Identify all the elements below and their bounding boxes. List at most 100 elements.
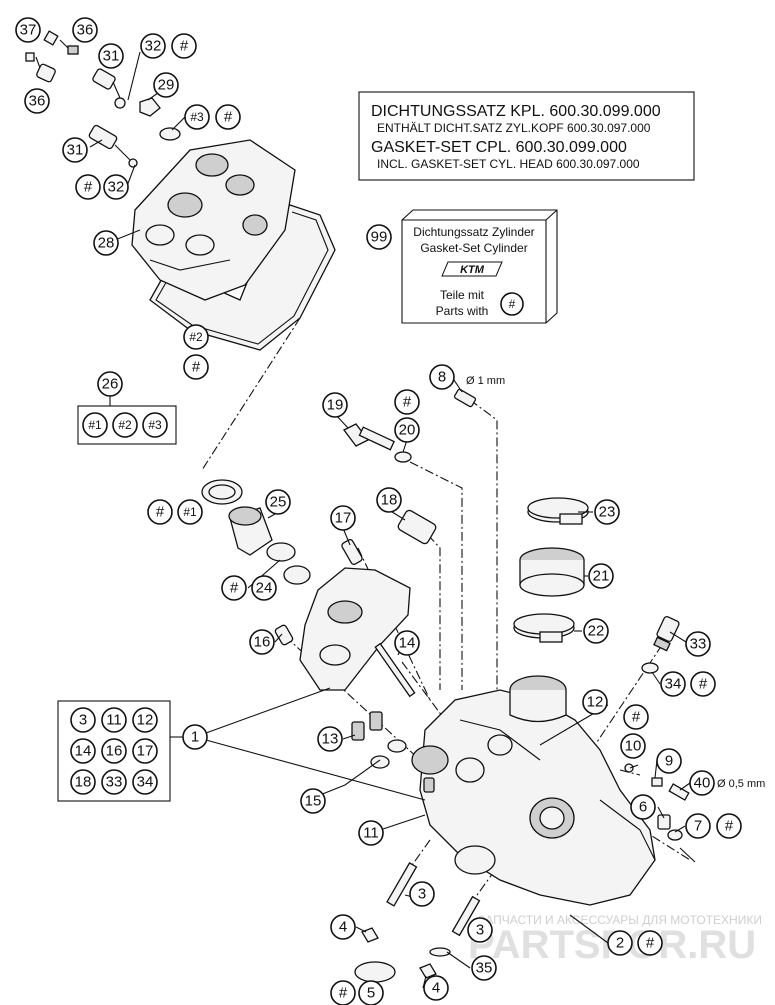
svg-text:3: 3: [476, 922, 484, 939]
svg-text:13: 13: [322, 731, 339, 748]
svg-text:12: 12: [587, 694, 604, 711]
callout-37: 37: [15, 17, 41, 43]
svg-text:#3: #3: [190, 110, 204, 124]
svg-text:25: 25: [270, 494, 287, 511]
svg-text:31: 31: [103, 48, 120, 65]
svg-text:16: 16: [254, 634, 271, 651]
callout-3-hash-top-mark: #: [215, 104, 241, 130]
svg-text:6: 6: [639, 799, 647, 816]
callout-4-bottom: 4: [423, 975, 449, 1001]
svg-text:14: 14: [75, 743, 92, 760]
svg-text:37: 37: [20, 22, 37, 39]
cylinder-kit-line-3: Teile mit: [440, 288, 485, 302]
svg-text:35: 35: [476, 960, 493, 977]
svg-text:#1: #1: [88, 418, 102, 432]
svg-text:18: 18: [75, 774, 92, 791]
group-1-item-16: 16: [101, 738, 127, 764]
svg-text:32: 32: [145, 38, 162, 55]
callout-1: 1: [182, 724, 208, 750]
callout-32-top: 32: [140, 33, 166, 59]
callout-22: 22: [583, 618, 609, 644]
callout-17: 17: [330, 505, 356, 531]
camshaft-bridge: [274, 539, 411, 691]
callout-29: 29: [153, 72, 179, 98]
svg-text:16: 16: [106, 743, 123, 760]
svg-text:#: #: [725, 818, 734, 835]
kit-line-4: INCL. GASKET-SET CYL. HEAD 600.30.097.00…: [377, 157, 640, 171]
valve-cover: [131, 139, 296, 301]
callout-9: 9: [656, 748, 682, 774]
callout-31-left: 31: [62, 137, 88, 163]
group-1-item-11: 11: [101, 707, 127, 733]
callouts: 37 36 36 31 32 # 29 #3 # 31 # 32 28 #2 #…: [15, 17, 742, 1005]
callout-4-left: 4: [330, 914, 356, 940]
svg-text:31: 31: [67, 142, 84, 159]
callout-5: 5: [358, 980, 384, 1005]
svg-text:#: #: [509, 297, 516, 311]
group-1: 1 3 11 12 14 16 17 18 33 34: [57, 700, 208, 802]
callout-3-upper: 3: [409, 881, 435, 907]
svg-text:17: 17: [137, 743, 154, 760]
svg-text:34: 34: [137, 774, 154, 791]
cylinder-kit-line-2: Gasket-Set Cylinder: [420, 241, 527, 255]
group-1-item-33: 33: [101, 769, 127, 795]
svg-text:3: 3: [418, 886, 426, 903]
callout-10-hash: #: [623, 704, 649, 730]
side-fittings: [343, 388, 477, 698]
callout-2-hash-bottom: #: [637, 930, 663, 956]
svg-text:34: 34: [665, 676, 682, 693]
svg-text:#: #: [84, 179, 93, 196]
callout-7-hash: #: [716, 813, 742, 839]
svg-text:3: 3: [79, 712, 87, 729]
callout-2-hash: #2: [183, 324, 209, 350]
callout-10: 10: [620, 733, 646, 759]
callout-2: 2: [607, 930, 633, 956]
callout-36-top: 36: [72, 17, 98, 43]
svg-text:1: 1: [191, 729, 199, 746]
kit-line-3: GASKET-SET CPL. 600.30.099.000: [371, 139, 627, 156]
svg-text:99: 99: [371, 229, 388, 246]
note-part-40-diameter: Ø 0,5 mm: [717, 778, 765, 790]
callout-3-lower: 3: [467, 917, 493, 943]
svg-text:20: 20: [399, 422, 416, 439]
callout-24: 24: [251, 575, 277, 601]
svg-text:9: 9: [665, 753, 673, 770]
ktm-logo: KTM: [460, 264, 485, 276]
callout-24-hash: #: [221, 575, 247, 601]
callout-2-hash-mark: #: [183, 354, 209, 380]
svg-text:18: 18: [381, 492, 398, 509]
svg-text:36: 36: [29, 93, 46, 110]
group-1-item-3: 3: [70, 707, 96, 733]
svg-text:10: 10: [625, 738, 642, 755]
callout-19: 19: [322, 392, 348, 418]
group-1-item-34: 34: [132, 769, 158, 795]
group-1-item-14: 14: [70, 738, 96, 764]
callout-14: 14: [394, 630, 420, 656]
svg-text:29: 29: [158, 77, 175, 94]
studs-nuts: [354, 862, 481, 983]
callout-13: 13: [317, 726, 343, 752]
top-small-parts: [25, 30, 181, 168]
sensor-fittings: [624, 615, 696, 863]
svg-text:4: 4: [432, 980, 440, 997]
callout-32-left-hash: #: [75, 174, 101, 200]
svg-text:2: 2: [616, 935, 624, 952]
svg-text:28: 28: [98, 235, 115, 252]
callout-40: 40: [689, 770, 715, 796]
svg-text:33: 33: [690, 636, 707, 653]
svg-text:14: 14: [399, 635, 416, 652]
callout-20: 20: [394, 417, 420, 443]
svg-text:26: 26: [102, 376, 119, 393]
group-1-item-17: 17: [132, 738, 158, 764]
svg-text:40: 40: [694, 775, 711, 792]
svg-text:23: 23: [599, 504, 616, 521]
callout-23: 23: [594, 499, 620, 525]
cylinder-kit-hash: #: [500, 292, 524, 316]
svg-text:5: 5: [367, 985, 375, 1002]
callout-99: 99: [366, 224, 392, 250]
svg-text:8: 8: [438, 369, 446, 386]
callout-8: 8: [429, 364, 455, 390]
callout-36-left: 36: [24, 88, 50, 114]
callout-33: 33: [685, 631, 711, 657]
